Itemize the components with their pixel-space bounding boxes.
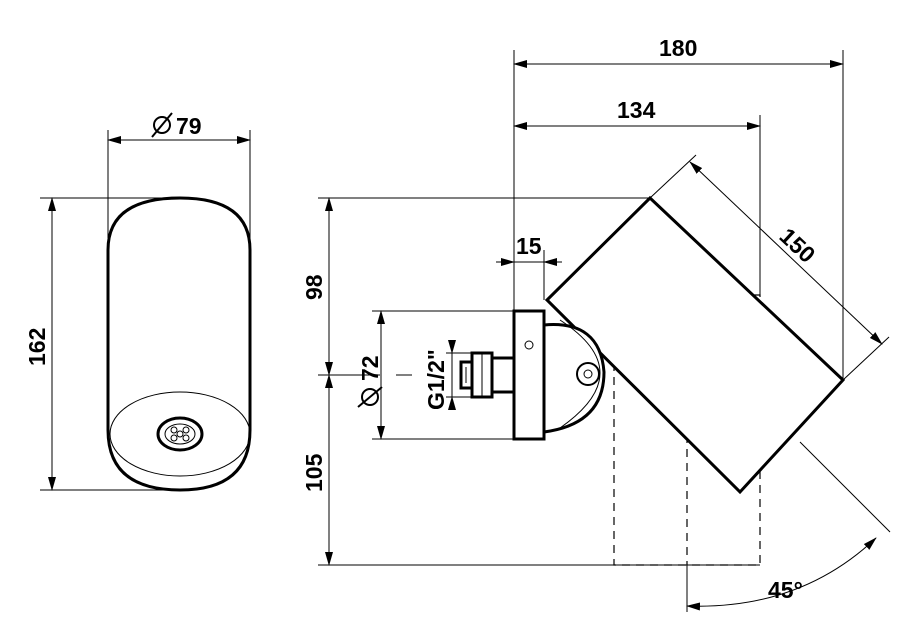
height-162-label: 162 [24,328,50,366]
side-view: 180 134 150 15 98 105 72 [301,35,891,612]
width-180-label: 180 [659,35,697,61]
thread-g12-label: G1/2" [423,349,449,410]
depth-15-label: 15 [516,233,542,259]
diameter-72-label: 72 [357,355,383,381]
swivel-joint [543,323,606,434]
diameter-symbol [151,112,173,138]
front-view: 79 162 [24,112,252,492]
cylinder-bottom-face [109,391,251,477]
wall-plate [512,309,546,441]
height-98-label: 98 [301,274,327,300]
pivot-screw-icon [576,362,600,386]
diameter-symbol [357,386,383,408]
angle-45-label: 45° [768,577,803,603]
nozzle-icon [156,416,204,452]
height-105-label: 105 [301,453,327,492]
length-150-label: 150 [775,223,821,268]
diameter-79-label: 79 [176,113,202,139]
thread-connector [459,351,516,399]
cylinder-outline [106,196,252,492]
width-134-label: 134 [617,97,656,123]
